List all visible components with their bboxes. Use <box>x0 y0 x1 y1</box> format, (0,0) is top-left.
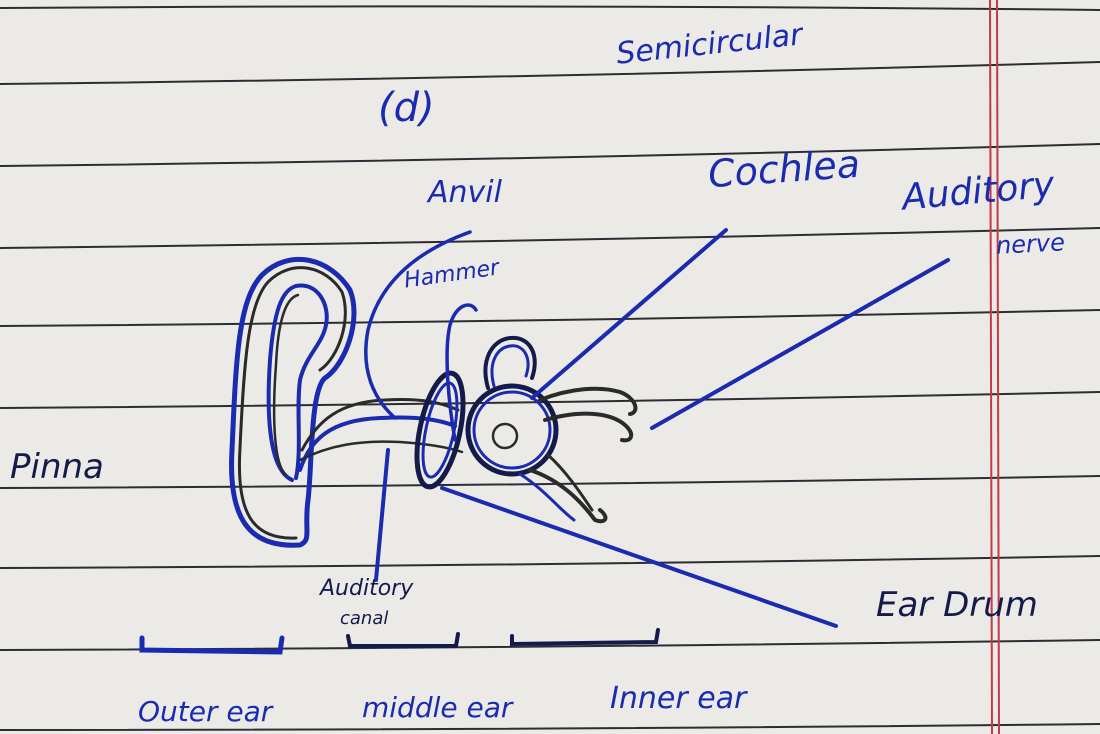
middle-ear-label: middle ear <box>362 694 512 722</box>
ear-drum-shape <box>408 369 471 491</box>
anvil-label: Anvil <box>428 178 502 208</box>
cochlea-label: Cochlea <box>707 145 861 194</box>
middle-ear-bracket <box>348 634 458 646</box>
auditory-canal-shape <box>300 417 455 470</box>
auditory-nerve-label-line2: nerve <box>995 230 1065 258</box>
inner-ear-label: Inner ear <box>610 684 746 714</box>
outer-ear-bracket <box>142 638 282 652</box>
auditory-canal-label: Auditory <box>320 578 413 600</box>
pinna-shape <box>232 259 354 545</box>
part-label: (d) <box>378 88 435 128</box>
auditory-canal-label-line2: canal <box>340 610 388 628</box>
ear-drum-label: Ear Drum <box>876 588 1038 622</box>
outer-ear-label: Outer ear <box>138 698 272 726</box>
inner-ear-bracket <box>512 630 658 644</box>
pinna-label: Pinna <box>10 450 104 484</box>
